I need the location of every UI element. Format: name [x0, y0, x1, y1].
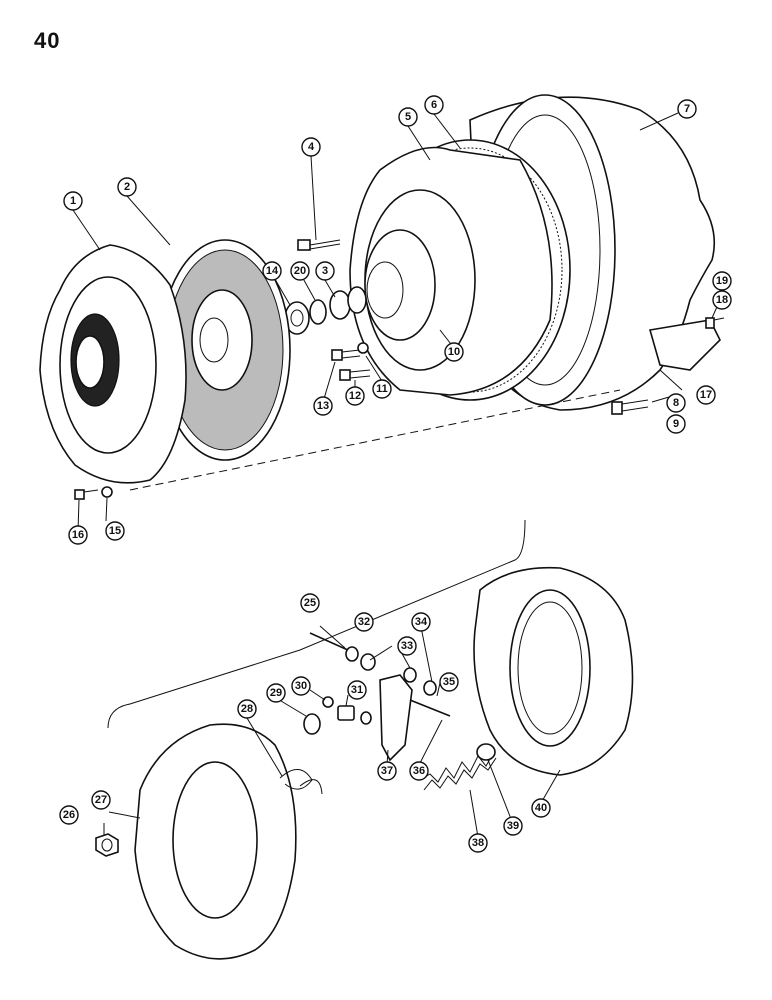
callout-30: 30: [291, 676, 311, 696]
alignment-line: [129, 389, 621, 491]
svg-text:17: 17: [700, 389, 712, 401]
callout-39: 39: [503, 816, 523, 836]
callout-35: 35: [439, 672, 459, 692]
svg-text:31: 31: [351, 684, 363, 696]
svg-text:30: 30: [295, 680, 307, 692]
callout-8: 8: [666, 393, 686, 413]
callout-7: 7: [677, 99, 697, 119]
eyebolt-parts: [303, 696, 355, 735]
svg-text:5: 5: [405, 111, 411, 123]
svg-text:37: 37: [381, 765, 393, 777]
callout-40: 40: [531, 798, 551, 818]
callout-18: 18: [712, 290, 732, 310]
callout-15: 15: [105, 521, 125, 541]
callout-5: 5: [398, 107, 418, 127]
svg-text:14: 14: [266, 265, 279, 277]
svg-text:26: 26: [63, 809, 75, 821]
callout-3: 3: [315, 261, 335, 281]
svg-text:19: 19: [716, 275, 728, 287]
subassembly-bracket: [107, 519, 526, 729]
callout-29: 29: [266, 683, 286, 703]
callout-34: 34: [411, 612, 431, 632]
callout-33: 33: [397, 636, 417, 656]
bolts-8-9: [611, 399, 649, 415]
callout-36: 36: [409, 761, 429, 781]
svg-text:15: 15: [109, 525, 121, 537]
callout-4: 4: [301, 137, 321, 157]
callout-38: 38: [468, 833, 488, 853]
bolts-12-13: [331, 342, 371, 381]
svg-text:36: 36: [413, 765, 425, 777]
svg-text:27: 27: [95, 794, 107, 806]
leader-lines: [72, 112, 721, 838]
svg-text:16: 16: [72, 529, 84, 541]
pilot-bearing: [284, 286, 367, 335]
callout-17: 17: [696, 385, 716, 405]
svg-text:18: 18: [716, 294, 728, 306]
callout-9: 9: [666, 414, 686, 434]
pressure-spring: [419, 751, 497, 791]
svg-text:13: 13: [317, 400, 329, 412]
callout-16: 16: [68, 525, 88, 545]
page-number: 40: [34, 28, 61, 53]
callout-2: 2: [117, 177, 137, 197]
svg-text:3: 3: [322, 265, 328, 277]
callout-25: 25: [300, 593, 320, 613]
svg-text:39: 39: [507, 820, 519, 832]
svg-text:2: 2: [124, 181, 130, 193]
svg-text:6: 6: [431, 99, 437, 111]
washer-39: [476, 743, 496, 761]
callout-12: 12: [345, 386, 365, 406]
callout-26: 26: [59, 805, 79, 825]
callout-13: 13: [313, 396, 333, 416]
callout-27: 27: [91, 790, 111, 810]
callout-6: 6: [424, 95, 444, 115]
pressure-plate-assembly: [39, 244, 187, 484]
callout-11: 11: [372, 379, 392, 399]
callout-14: 14: [262, 261, 282, 281]
pins-and-rollers: [309, 632, 437, 725]
svg-text:32: 32: [358, 616, 370, 628]
flywheel: [349, 139, 571, 401]
nut-26: [95, 833, 119, 857]
callout-20: 20: [290, 261, 310, 281]
svg-text:12: 12: [349, 390, 361, 402]
svg-text:9: 9: [673, 418, 679, 430]
callout-31: 31: [347, 680, 367, 700]
callout-19: 19: [712, 271, 732, 291]
cover-plate: [134, 723, 297, 960]
svg-text:7: 7: [684, 103, 690, 115]
svg-text:20: 20: [294, 265, 306, 277]
callout-1: 1: [63, 191, 83, 211]
bolt-16-washer-15: [74, 486, 113, 500]
svg-text:33: 33: [401, 640, 413, 652]
svg-text:1: 1: [70, 195, 76, 207]
spring-28: [279, 769, 323, 795]
callout-28: 28: [237, 699, 257, 719]
callout-37: 37: [377, 761, 397, 781]
release-lever: [379, 674, 451, 762]
clutch-disc: [159, 239, 291, 461]
callout-10: 10: [444, 342, 464, 362]
svg-text:10: 10: [448, 346, 460, 358]
svg-text:34: 34: [415, 616, 428, 628]
svg-text:40: 40: [535, 802, 547, 814]
callout-32: 32: [354, 612, 374, 632]
svg-text:25: 25: [304, 597, 316, 609]
svg-text:29: 29: [270, 687, 282, 699]
svg-text:35: 35: [443, 676, 455, 688]
pressure-plate-40: [473, 566, 634, 776]
bolts-18-19: [705, 317, 725, 329]
svg-text:38: 38: [472, 837, 484, 849]
svg-text:4: 4: [308, 141, 315, 153]
svg-text:28: 28: [241, 703, 253, 715]
svg-text:8: 8: [673, 397, 679, 409]
svg-text:11: 11: [376, 383, 388, 395]
bolt-4: [297, 239, 341, 251]
